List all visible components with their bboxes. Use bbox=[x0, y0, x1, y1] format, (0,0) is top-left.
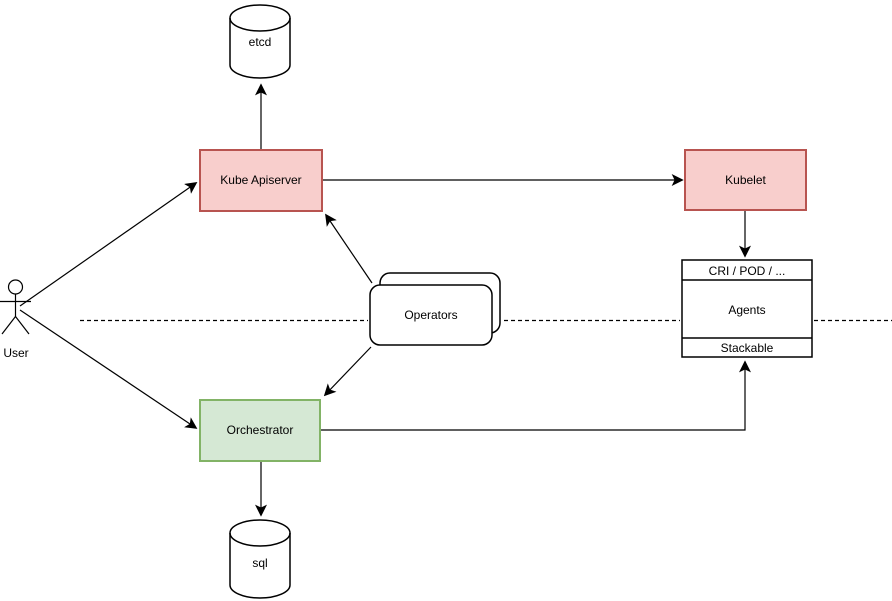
sql-label: sql bbox=[252, 556, 267, 570]
edge-user-to-apiserver bbox=[19, 182, 198, 307]
edge-orchestrator-to-stackable bbox=[321, 360, 751, 431]
edge-operators-to-apiserver bbox=[325, 213, 373, 284]
operators-label: Operators bbox=[404, 308, 457, 322]
node-sql: sql bbox=[229, 519, 291, 599]
kube-apiserver-label: Kube Apiserver bbox=[220, 173, 301, 187]
agents-header-label: CRI / POD / ... bbox=[709, 264, 786, 278]
actor-left-leg bbox=[1, 316, 16, 335]
node-kubelet: Kubelet bbox=[684, 149, 807, 211]
user-label: User bbox=[3, 346, 28, 360]
actor-right-leg bbox=[15, 316, 30, 335]
etcd-label: etcd bbox=[249, 35, 272, 49]
orchestrator-label: Orchestrator bbox=[227, 423, 294, 437]
kubelet-label: Kubelet bbox=[725, 173, 766, 187]
agents-footer-label: Stackable bbox=[721, 341, 774, 355]
sql-cylinder-rim bbox=[229, 532, 291, 547]
node-etcd: etcd bbox=[229, 4, 291, 79]
node-agents-stack: CRI / POD / ... Agents Stackable bbox=[681, 259, 813, 358]
edge-operators-to-orchestrator bbox=[323, 346, 372, 397]
node-orchestrator: Orchestrator bbox=[199, 399, 321, 462]
node-operators: Operators bbox=[369, 272, 501, 346]
operators-front-card bbox=[369, 284, 493, 346]
edge-user-to-orchestrator bbox=[19, 309, 198, 429]
node-user-actor bbox=[0, 279, 31, 335]
actor-head bbox=[7, 279, 24, 295]
node-kube-apiserver: Kube Apiserver bbox=[199, 149, 323, 212]
agents-label: Agents bbox=[728, 303, 765, 317]
etcd-cylinder-rim bbox=[229, 17, 291, 32]
